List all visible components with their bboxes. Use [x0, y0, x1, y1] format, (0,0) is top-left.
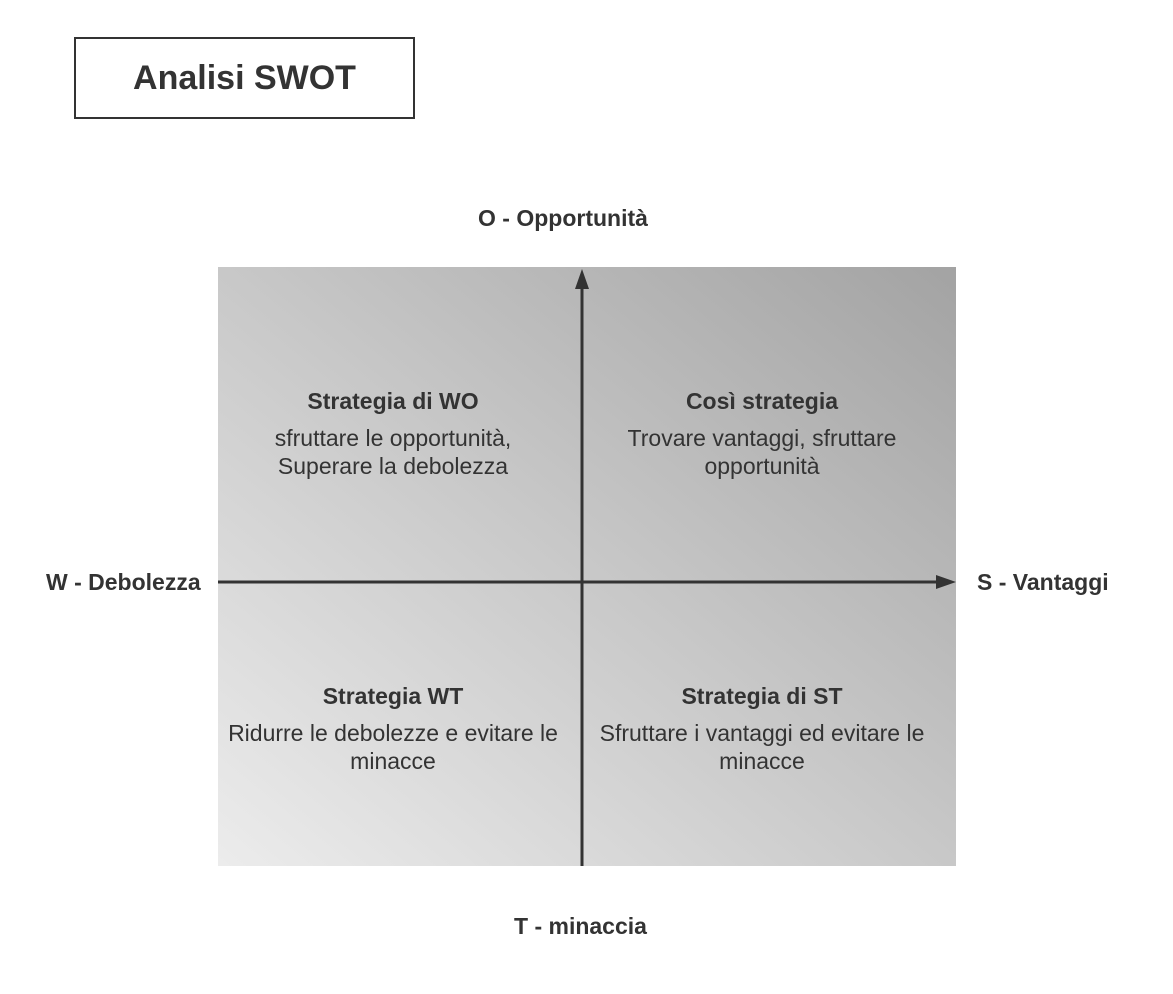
quadrant-so: Così strategia Trovare vantaggi, sfrutta… — [581, 386, 943, 480]
swot-matrix-panel — [218, 267, 956, 866]
axis-label-weaknesses: W - Debolezza — [46, 569, 201, 595]
quadrant-wt-title: Strategia WT — [322, 683, 464, 709]
quadrant-st: Strategia di ST Sfruttare i vantaggi ed … — [581, 681, 943, 775]
axis-label-opportunities: O - Opportunità — [478, 205, 648, 231]
quadrant-so-line-2: opportunità — [704, 453, 820, 479]
quadrant-st-line-2: minacce — [719, 748, 805, 774]
axis-label-strengths: S - Vantaggi — [977, 569, 1109, 595]
quadrant-st-line-1: Sfruttare i vantaggi ed evitare le — [599, 720, 925, 746]
quadrant-so-line-1: Trovare vantaggi, sfruttare — [627, 425, 897, 451]
quadrant-wt-line-1: Ridurre le debolezze e evitare le — [228, 720, 558, 746]
axis-label-threats: T - minaccia — [514, 913, 647, 939]
quadrant-st-title: Strategia di ST — [681, 683, 843, 709]
quadrant-wt-line-2: minacce — [350, 748, 436, 774]
diagram-title: Analisi SWOT — [74, 37, 415, 119]
quadrant-wo-line-2: Superare la debolezza — [277, 453, 509, 479]
quadrant-wo: Strategia di WO sfruttare le opportunità… — [212, 386, 574, 480]
quadrant-so-title: Così strategia — [685, 388, 839, 414]
swot-axes — [218, 269, 956, 866]
quadrant-wt: Strategia WT Ridurre le debolezze e evit… — [212, 681, 574, 775]
vertical-axis-arrowhead — [575, 269, 589, 289]
quadrant-wo-title: Strategia di WO — [307, 388, 479, 414]
horizontal-axis-arrowhead — [936, 575, 956, 589]
quadrant-wo-line-1: sfruttare le opportunità, — [274, 425, 512, 451]
